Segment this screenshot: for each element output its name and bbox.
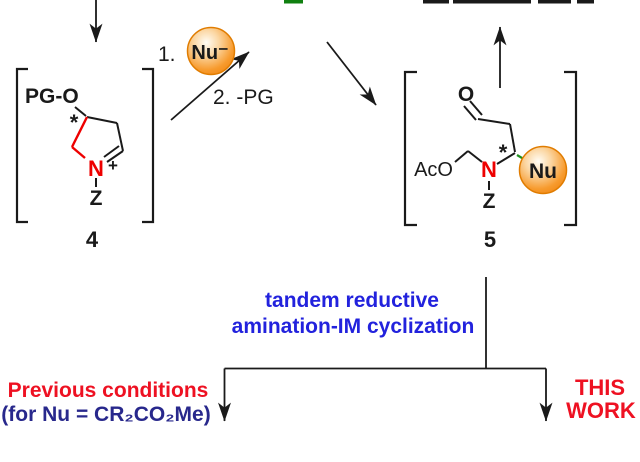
transformation-caption: tandem reductive amination-IM cyclizatio… [232, 289, 475, 338]
ring-bonds [74, 106, 124, 187]
z-substituent-label: Z [483, 190, 496, 213]
nucleophile-label: Nu [529, 160, 557, 183]
protecting-group-label: PG-O [25, 85, 79, 108]
arrow-into-5 [326, 41, 377, 106]
bond-double-inner [103, 145, 120, 158]
nitrogen-label: N [481, 157, 497, 182]
bond [86, 116, 118, 124]
bond [509, 123, 516, 153]
plus-charge-label: + [108, 156, 118, 175]
bond-carbonyl-inner [469, 100, 483, 116]
z-substituent-label: Z [90, 187, 103, 210]
left-branch-caption: Previous conditions (for Nu = CR₂CO₂Me) [1, 379, 210, 426]
this-work-label-line-2: WORK [566, 398, 636, 423]
bracket-left [403, 70, 417, 227]
stereocenter-asterisk: * [499, 140, 508, 165]
bracket-right [564, 70, 578, 227]
structure-5-number: 5 [484, 227, 496, 252]
cropped-text-fragment [423, 0, 449, 4]
bond-carbonyl [463, 105, 477, 121]
previous-conditions-label: Previous conditions [8, 379, 209, 402]
bond [454, 150, 469, 163]
cropped-top-fragments [284, 0, 594, 4]
bracket-right [142, 67, 155, 224]
bond [496, 152, 516, 165]
structure-4: PG-O * N + Z 4 [15, 67, 155, 252]
bond [74, 106, 87, 117]
bond [116, 122, 124, 152]
cropped-green-text-fragment [284, 0, 303, 4]
carbonyl-oxygen-label: O [458, 83, 474, 106]
structure-4-number: 4 [86, 227, 99, 252]
right-branch-caption: THIS WORK [566, 375, 636, 423]
stereocenter-asterisk: * [70, 110, 79, 135]
bond-red [70, 116, 89, 148]
structure-5: O Nu * AcO N Z 5 [403, 70, 578, 252]
this-work-label-line-1: THIS [575, 375, 625, 400]
bond [106, 150, 124, 163]
bond [477, 118, 511, 125]
arrow-nucleophile-addition [170, 51, 250, 121]
nucleophile-scope-formula: (for Nu = CR₂CO₂Me) [1, 403, 210, 426]
chain-bonds [454, 100, 516, 190]
acetoxy-label: AcO [414, 159, 453, 181]
bracket-left [15, 67, 28, 224]
cropped-text-fragment [453, 0, 531, 4]
caption-line-1: tandem reductive [265, 289, 439, 312]
step1-label: 1. [158, 43, 176, 66]
reagent-annotations: 1. Nu⁻ 2. -PG [158, 26, 274, 109]
nucleophile-anion-label: Nu⁻ [191, 42, 228, 64]
cropped-text-fragment [538, 0, 571, 4]
caption-line-2: amination-IM cyclization [232, 315, 475, 338]
stereocenter-bonds-red [70, 116, 89, 159]
bond [467, 150, 483, 163]
cropped-text-fragment [577, 0, 594, 4]
nucleophile-sphere-icon [186, 26, 236, 76]
bond-red [71, 146, 86, 159]
nucleophile-sphere-icon [518, 145, 568, 195]
step2-label: 2. -PG [213, 86, 274, 109]
nitrogen-label: N [88, 156, 104, 181]
